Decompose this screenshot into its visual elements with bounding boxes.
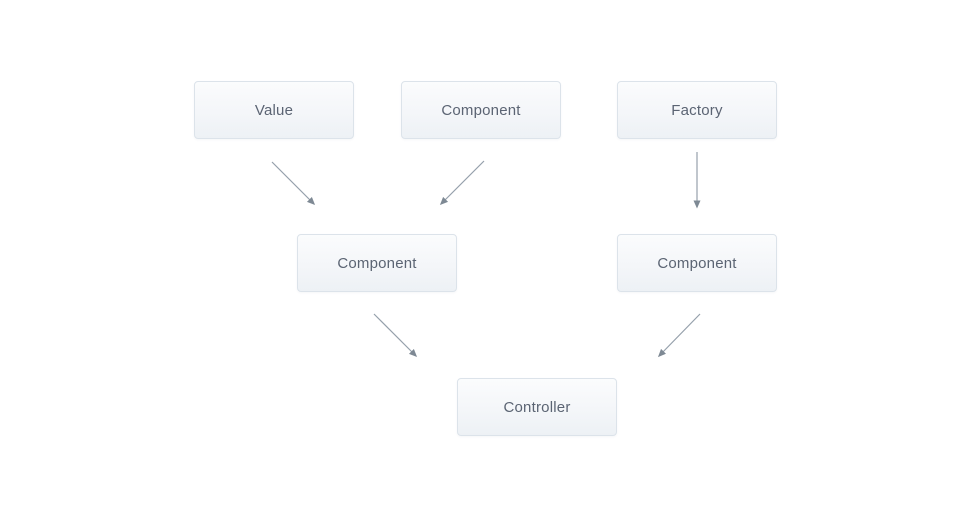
arrow-value-to-component-mid-left <box>271 161 316 206</box>
node-factory: Factory <box>617 81 777 139</box>
node-component-mid-right-label: Component <box>657 254 737 272</box>
arrow-component-mid-left-to-controller <box>373 313 418 358</box>
node-component-mid-left-label: Component <box>337 254 417 272</box>
node-controller-label: Controller <box>503 398 571 416</box>
node-value-label: Value <box>254 101 294 119</box>
node-component-mid-right: Component <box>617 234 777 292</box>
node-controller: Controller <box>457 378 617 436</box>
node-value: Value <box>194 81 354 139</box>
node-component-top: Component <box>401 81 561 139</box>
node-factory-label: Factory <box>671 101 723 119</box>
node-component-top-label: Component <box>441 101 521 119</box>
arrow-component-top-to-component-mid-left <box>439 160 485 206</box>
node-component-mid-left: Component <box>297 234 457 292</box>
arrow-component-mid-right-to-controller <box>657 313 701 358</box>
